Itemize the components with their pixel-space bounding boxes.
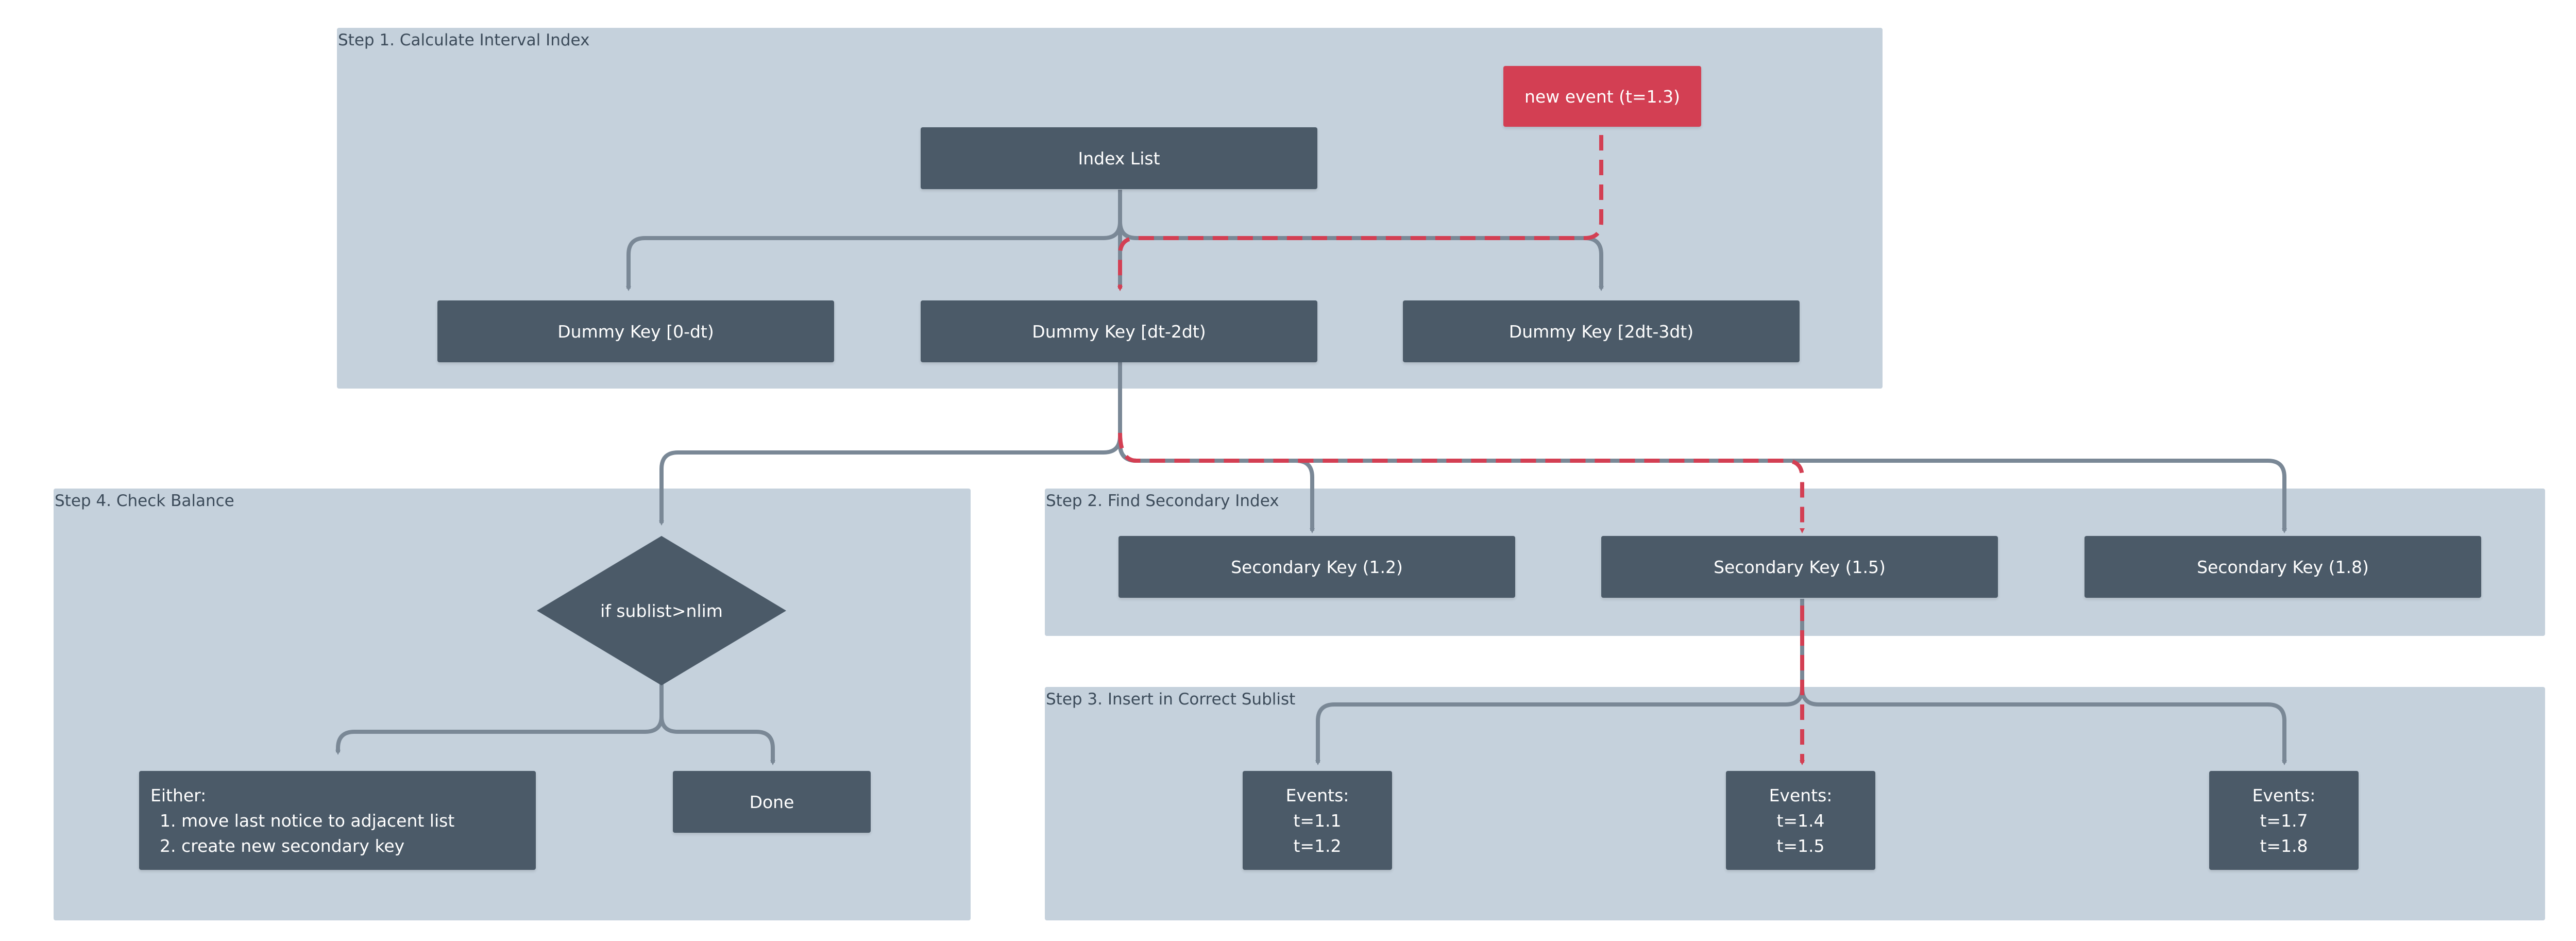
done-label: Done [749,792,794,812]
events-3-node[interactable]: Events: t=1.7 t=1.8 [2209,771,2359,870]
either-option-2: create new secondary key [181,833,454,859]
edge-index-to-dummy2 [1118,190,1604,291]
dummy-key-2-node[interactable]: Dummy Key [2dt-3dt) [1403,300,1800,362]
secondary-key-3-node[interactable]: Secondary Key (1.8) [2084,536,2481,598]
events-3-line-1: t=1.7 [2260,810,2308,831]
group-step2-title: Step 2. Find Secondary Index [1046,492,1279,510]
dummy-key-2-label: Dummy Key [2dt-3dt) [1509,321,1694,342]
edge-decision-to-either [335,684,664,755]
edge-dummy1-to-sec1 [1118,362,1315,533]
done-node[interactable]: Done [673,771,871,833]
edge-event-to-dummy1 [1117,135,1603,291]
events-3-line-2: t=1.8 [2260,835,2308,856]
events-1-node[interactable]: Events: t=1.1 t=1.2 [1243,771,1392,870]
secondary-key-1-node[interactable]: Secondary Key (1.2) [1118,536,1515,598]
group-step4-title: Step 4. Check Balance [55,492,234,510]
edge-dummy1-to-decision [659,362,1122,526]
index-list-label: Index List [1078,148,1160,169]
secondary-key-3-label: Secondary Key (1.8) [2197,557,2369,577]
secondary-key-2-node[interactable]: Secondary Key (1.5) [1601,536,1998,598]
either-options-list: move last notice to adjacent list create… [150,808,454,859]
dummy-key-1-label: Dummy Key [dt-2dt) [1032,321,1206,342]
either-title: Either: [150,785,207,805]
edge-dummy1-to-sec2 [1118,432,1805,533]
events-2-node[interactable]: Events: t=1.4 t=1.5 [1726,771,1875,870]
index-list-node[interactable]: Index List [921,127,1317,189]
edge-dummy1-to-sec3 [1118,362,2287,533]
events-2-title: Events: [1769,785,1833,805]
dummy-key-0-node[interactable]: Dummy Key [0-dt) [437,300,834,362]
either-node[interactable]: Either: move last notice to adjacent lis… [139,771,536,870]
events-2-line-2: t=1.5 [1776,835,1825,856]
either-option-1: move last notice to adjacent list [181,808,454,833]
group-step3-title: Step 3. Insert in Correct Sublist [1046,690,1296,709]
events-2-line-1: t=1.4 [1776,810,1825,831]
events-3-title: Events: [2252,785,2316,805]
decision-diamond-shape [537,536,786,685]
edge-sec2-to-events1 [1315,599,1804,765]
decision-label: if sublist>nlim [600,600,723,621]
new-event-node[interactable]: new event (t=1.3) [1503,66,1701,127]
edge-sec2-to-events3 [1800,599,2287,765]
events-1-title: Events: [1285,785,1349,805]
dummy-key-1-node[interactable]: Dummy Key [dt-2dt) [921,300,1317,362]
decision-node[interactable]: if sublist>nlim [537,536,786,685]
dummy-key-0-label: Dummy Key [0-dt) [557,321,714,342]
events-1-line-2: t=1.2 [1293,835,1342,856]
secondary-key-1-label: Secondary Key (1.2) [1231,557,1403,577]
group-step1-title: Step 1. Calculate Interval Index [338,31,590,49]
new-event-label: new event (t=1.3) [1524,86,1680,107]
edge-index-to-dummy0 [626,190,1122,291]
events-1-line-1: t=1.1 [1293,810,1342,831]
edge-decision-to-done [659,684,775,765]
secondary-key-2-label: Secondary Key (1.5) [1714,557,1886,577]
